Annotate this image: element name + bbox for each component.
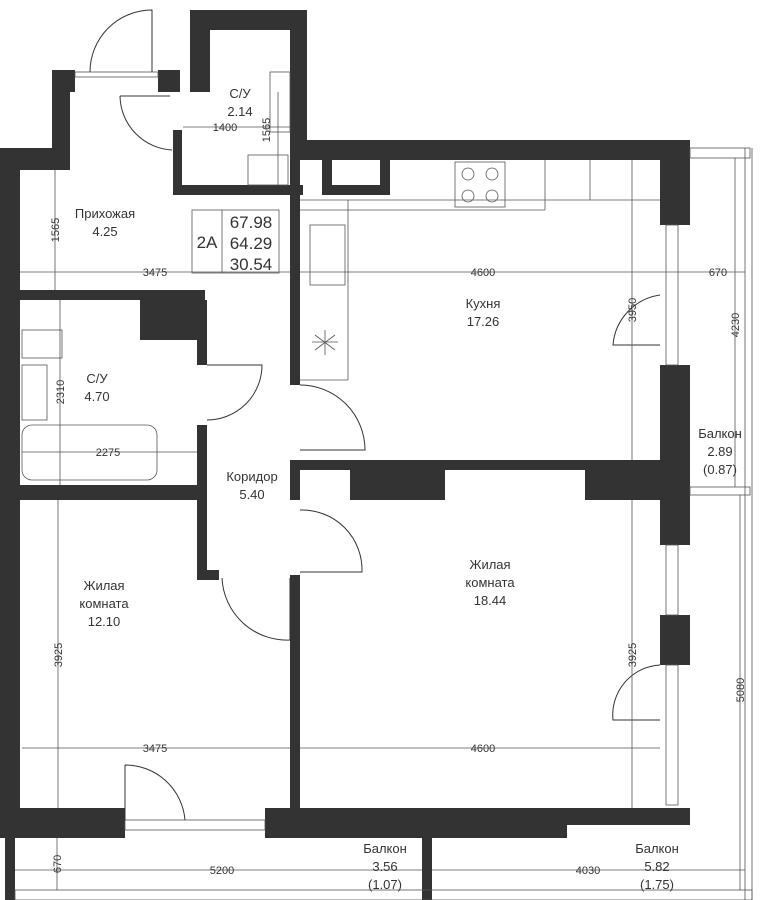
dim-label: 3925 [53, 643, 65, 667]
balcony-bl-area: 3.56 [372, 859, 397, 874]
dimension-labels: 1400 1565 1565 3475 4600 3950 670 4230 2… [50, 118, 747, 877]
room-labels: С/У 2.14 Прихожая 4.25 Кухня 17.26 С/У 4… [75, 86, 742, 892]
living-area: 30.54 [230, 255, 273, 274]
balcony-bl-name: Балкон [363, 841, 407, 856]
dim-label: 4600 [471, 743, 495, 755]
dim-label: 4030 [576, 865, 600, 877]
bath-big-name: С/У [86, 371, 108, 386]
kitchen-area: 17.26 [467, 314, 500, 329]
balcony-right-area: 2.89 [707, 444, 732, 459]
walls [0, 10, 690, 900]
balcony-br-name: Балкон [635, 841, 679, 856]
dim-label: 5080 [735, 678, 747, 702]
room1-name2: комната [79, 596, 129, 611]
living-total: 64.29 [230, 234, 273, 253]
dim-label: 5200 [210, 865, 234, 877]
dim-label: 4600 [471, 267, 495, 279]
room1-name1: Жилая [83, 578, 124, 593]
dim-label: 670 [52, 855, 64, 873]
bath-small-name: С/У [229, 86, 251, 101]
dim-label: 670 [709, 267, 727, 279]
balcony-right-name: Балкон [698, 426, 742, 441]
balcony-bl-reduced: (1.07) [368, 877, 402, 892]
dimension-lines [15, 92, 745, 890]
dim-label: 1400 [213, 122, 237, 134]
corridor-name: Коридор [226, 469, 277, 484]
dim-label: 1565 [261, 118, 273, 142]
dim-label: 3950 [627, 298, 639, 322]
dim-label: 3475 [143, 267, 167, 279]
bath-big-area: 4.70 [84, 389, 109, 404]
room2-name1: Жилая [469, 557, 510, 572]
room1-area: 12.10 [88, 614, 121, 629]
balcony-br-reduced: (1.75) [640, 877, 674, 892]
room2-name2: комната [465, 575, 515, 590]
apartment-info-box: 2А 67.98 64.29 30.54 [191, 209, 280, 274]
corridor-area: 5.40 [239, 487, 264, 502]
dim-label: 4230 [730, 313, 742, 337]
balcony-right-reduced: (0.87) [703, 462, 737, 477]
room2-area: 18.44 [474, 593, 507, 608]
dim-label: 1565 [50, 218, 62, 242]
dim-label: 2310 [55, 380, 67, 404]
dim-label: 2275 [96, 447, 120, 459]
kitchen-name: Кухня [466, 296, 501, 311]
hall-name: Прихожая [75, 206, 135, 221]
fixtures [14, 9, 753, 900]
balcony-br-area: 5.82 [644, 859, 669, 874]
hall-area: 4.25 [92, 224, 117, 239]
apartment-type: 2А [197, 233, 218, 252]
dim-label: 3475 [143, 743, 167, 755]
dim-label: 3925 [627, 643, 639, 667]
total-area: 67.98 [230, 213, 273, 232]
bath-small-area: 2.14 [227, 104, 252, 119]
